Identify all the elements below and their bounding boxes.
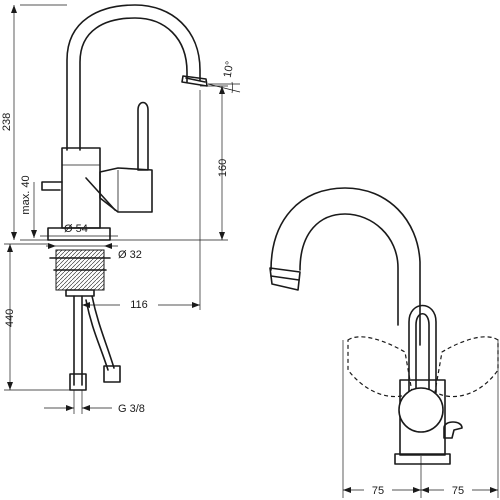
dim-75-left-label: 75 [372, 485, 384, 497]
dim-d32-label: Ø 32 [118, 249, 142, 261]
front-base [394, 453, 451, 465]
dim-116-label: 116 [130, 299, 148, 311]
front-spout-tip [269, 267, 301, 291]
cartridge-housing [99, 167, 153, 213]
base-plate [47, 227, 111, 241]
spout-tip [181, 75, 208, 87]
dim-75-right-label: 75 [452, 485, 464, 497]
spout-outer [66, 4, 201, 151]
dim-max40-label: max. 40 [20, 175, 32, 214]
hose-nut-left [69, 373, 87, 391]
dim-160-label: 160 [217, 159, 229, 177]
supply-hose-right [85, 299, 109, 371]
hose-nut-right [103, 365, 121, 383]
spout-inner [79, 17, 188, 151]
front-spout-outer [270, 187, 421, 346]
front-view [269, 187, 499, 465]
dim-angle-label: 10° [222, 60, 237, 78]
side-view [41, 4, 208, 391]
dim-440-label: 440 [4, 309, 16, 327]
dim-thread-label: G 3/8 [118, 403, 145, 415]
lever-handle [137, 101, 149, 171]
handle-swing-right [434, 336, 499, 398]
front-cartridge [398, 387, 444, 433]
dim-d54-label: Ø 54 [64, 223, 88, 235]
side-dimensions: 238 max. 40 Ø 54 Ø 32 160 10° 116 [1, 4, 241, 415]
front-lever [408, 304, 437, 393]
front-spout-inner [299, 213, 399, 326]
front-dimensions: 75 75 [342, 340, 499, 498]
handle-swing-left [347, 336, 413, 398]
front-popup-knob [443, 421, 463, 439]
dim-238-label: 238 [1, 113, 13, 131]
popup-rod [41, 181, 63, 191]
